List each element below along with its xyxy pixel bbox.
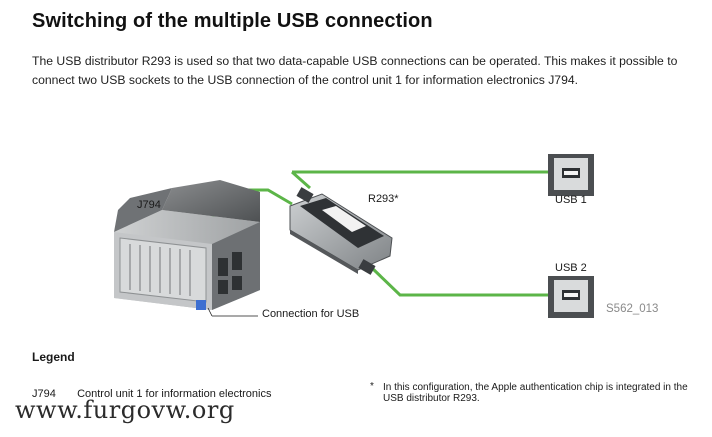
control-unit-j794 [114, 180, 260, 310]
usb2-socket [548, 276, 594, 318]
usb-wiring-diagram [114, 154, 594, 318]
legend-heading: Legend [32, 350, 75, 364]
cable-to-usb2 [370, 266, 548, 297]
figure-reference: S562_013 [606, 303, 659, 315]
label-j794: J794 [137, 199, 161, 211]
label-r293: R293* [368, 193, 399, 205]
label-usb1: USB 1 [555, 194, 587, 206]
connection-leader-line [207, 307, 213, 317]
legend-item-code: J794 [32, 388, 56, 400]
usb1-socket [548, 154, 594, 196]
legend-item: J794 Control unit 1 for information elec… [32, 388, 272, 400]
footnote-text: In this configuration, the Apple authent… [383, 382, 688, 404]
cable-distributor-to-usb1 [291, 170, 311, 190]
label-connection-for-usb: Connection for USB [262, 308, 360, 320]
intro-paragraph: The USB distributor R293 is used so that… [32, 54, 678, 87]
footnote-mark: * [370, 381, 374, 392]
label-usb2: USB 2 [555, 262, 587, 274]
watermark: www.furgovw.org [15, 396, 235, 424]
usb-wiring-figure: J794 R293* USB 1 USB 2 Connection for US… [100, 140, 670, 330]
page-title: Switching of the multiple USB connection [32, 10, 433, 32]
usb-distributor-r293 [289, 187, 393, 275]
legend-item-text: Control unit 1 for information electroni… [77, 388, 272, 400]
